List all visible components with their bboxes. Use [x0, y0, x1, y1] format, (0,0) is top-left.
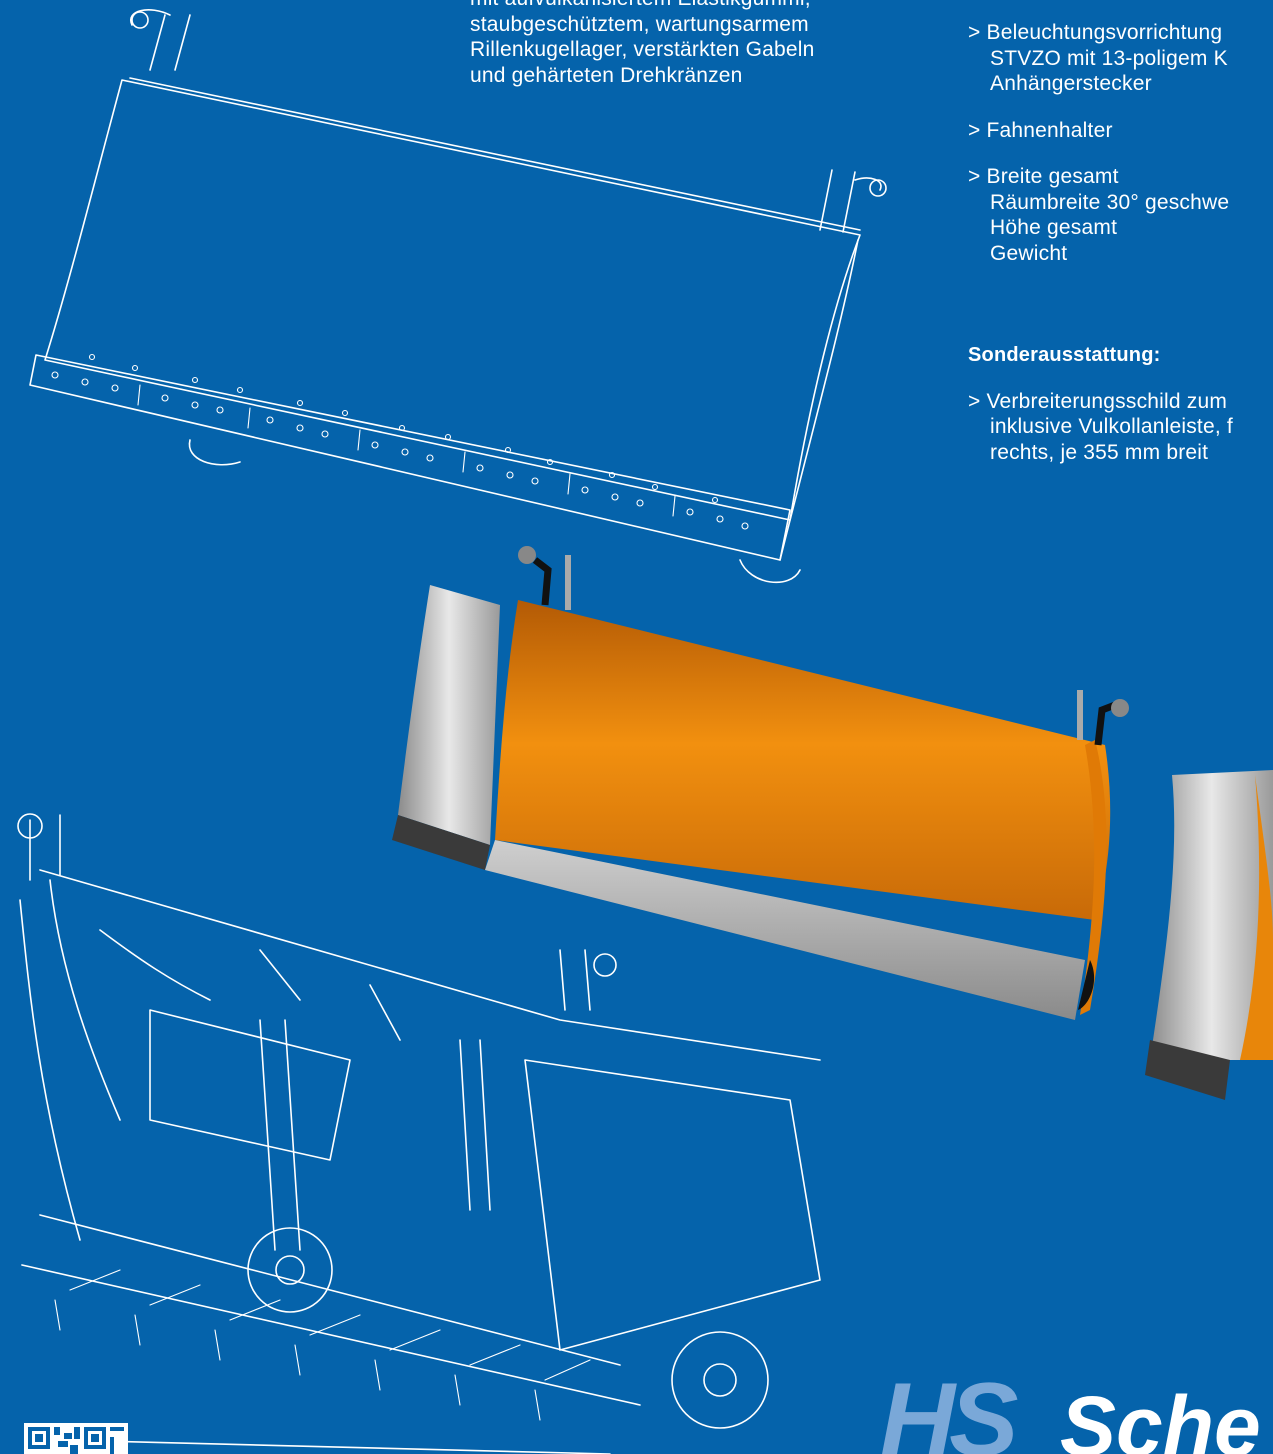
qr-code-icon — [24, 1423, 128, 1454]
bearing-line-4: und gehärteten Drehkränzen — [470, 63, 743, 87]
feature-dim-width: > Breite gesamt — [968, 165, 1119, 188]
optional-line-1: > Verbreiterungsschild zum — [968, 389, 1228, 413]
logo-name: Sche — [1060, 1379, 1261, 1454]
undercarriage-line-drawing — [17, 813, 821, 1454]
optional-line-3: rechts, je 355 mm breit — [990, 440, 1209, 464]
optional-line-2: inklusive Vulkollanleiste, f — [990, 415, 1233, 438]
feature-dim-clearing-width: Räumbreite 30° geschwe — [990, 190, 1230, 214]
company-logo: HS Sche — [880, 1378, 1273, 1454]
feature-dim-height: Höhe gesamt — [990, 216, 1118, 239]
bearing-line-3: Rillenkugellager, verstärkten Gabeln — [470, 38, 815, 61]
feature-dim-weight: Gewicht — [990, 241, 1068, 265]
feature-lighting-3: Anhängerstecker — [990, 72, 1152, 95]
feature-list: > Beleuchtungsvorrichtung STVZO mit 13-p… — [968, 20, 1273, 266]
feature-lighting-1: > Beleuchtungsvorrichtung — [968, 21, 1223, 44]
feature-flag-holder: > Fahnenhalter — [968, 118, 1113, 142]
bearing-line-1: mit aufvulkanisiertem Elastikgummi, — [470, 0, 815, 12]
logo-hs: HS — [880, 1378, 1019, 1454]
feature-lighting-2: STVZO mit 13-poligem K — [990, 46, 1228, 70]
bearing-line-2: staubgeschütztem, wartungsarmem — [470, 12, 809, 36]
optional-equipment-heading: Sonderausstattung: — [968, 344, 1161, 366]
optional-equipment: Sonderausstattung: > Verbreiterungsschil… — [968, 343, 1273, 465]
bearing-description: mit aufvulkanisiertem Elastikgummi, stau… — [470, 0, 815, 88]
plow-blade-orange-render — [392, 546, 1273, 1100]
plow-blade-line-drawing — [29, 9, 887, 584]
